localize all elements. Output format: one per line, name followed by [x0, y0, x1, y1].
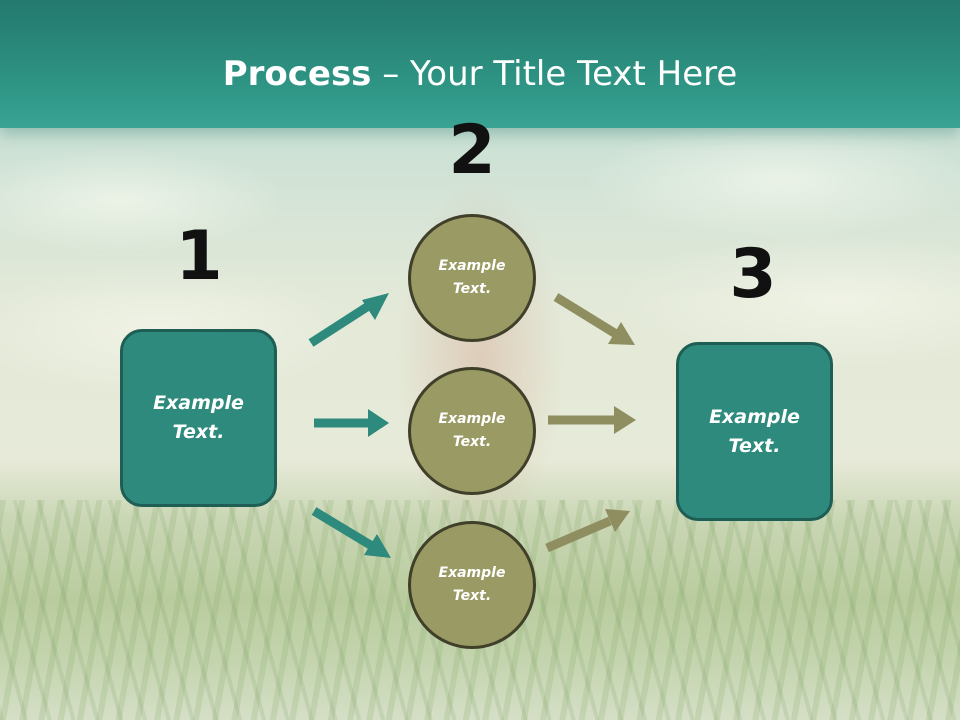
step-2-circle-3: Example Text. — [408, 521, 536, 649]
step-1-label: Example Text. — [153, 392, 244, 443]
arrow-1-to-2-middle — [314, 409, 389, 437]
title-banner — [0, 0, 960, 128]
step-number-1: 1 — [175, 217, 223, 296]
step-2-circle-1: Example Text. — [408, 214, 536, 342]
arrow-1-to-2-bottom — [311, 507, 391, 558]
step-number-2: 2 — [448, 111, 496, 190]
arrow-2-bottom-to-3 — [545, 509, 630, 553]
arrow-1-to-2-top — [308, 293, 389, 347]
slide-title: Process – Your Title Text Here — [0, 52, 960, 96]
step-3-label: Example Text. — [709, 405, 800, 457]
arrow-2-top-to-3 — [553, 293, 635, 345]
step-number-3: 3 — [729, 235, 777, 314]
step-2-circle-3-label: Example Text. — [438, 565, 506, 604]
title-bold: Process — [222, 54, 372, 94]
step-3-box: Example Text. — [676, 342, 833, 521]
step-2-circle-2: Example Text. — [408, 367, 536, 495]
step-1-box: Example Text. — [120, 329, 277, 507]
title-rest: – Your Title Text Here — [371, 54, 738, 94]
arrow-2-middle-to-3 — [548, 406, 636, 434]
step-2-circle-2-label: Example Text. — [438, 411, 506, 450]
step-2-circle-1-label: Example Text. — [438, 258, 506, 297]
